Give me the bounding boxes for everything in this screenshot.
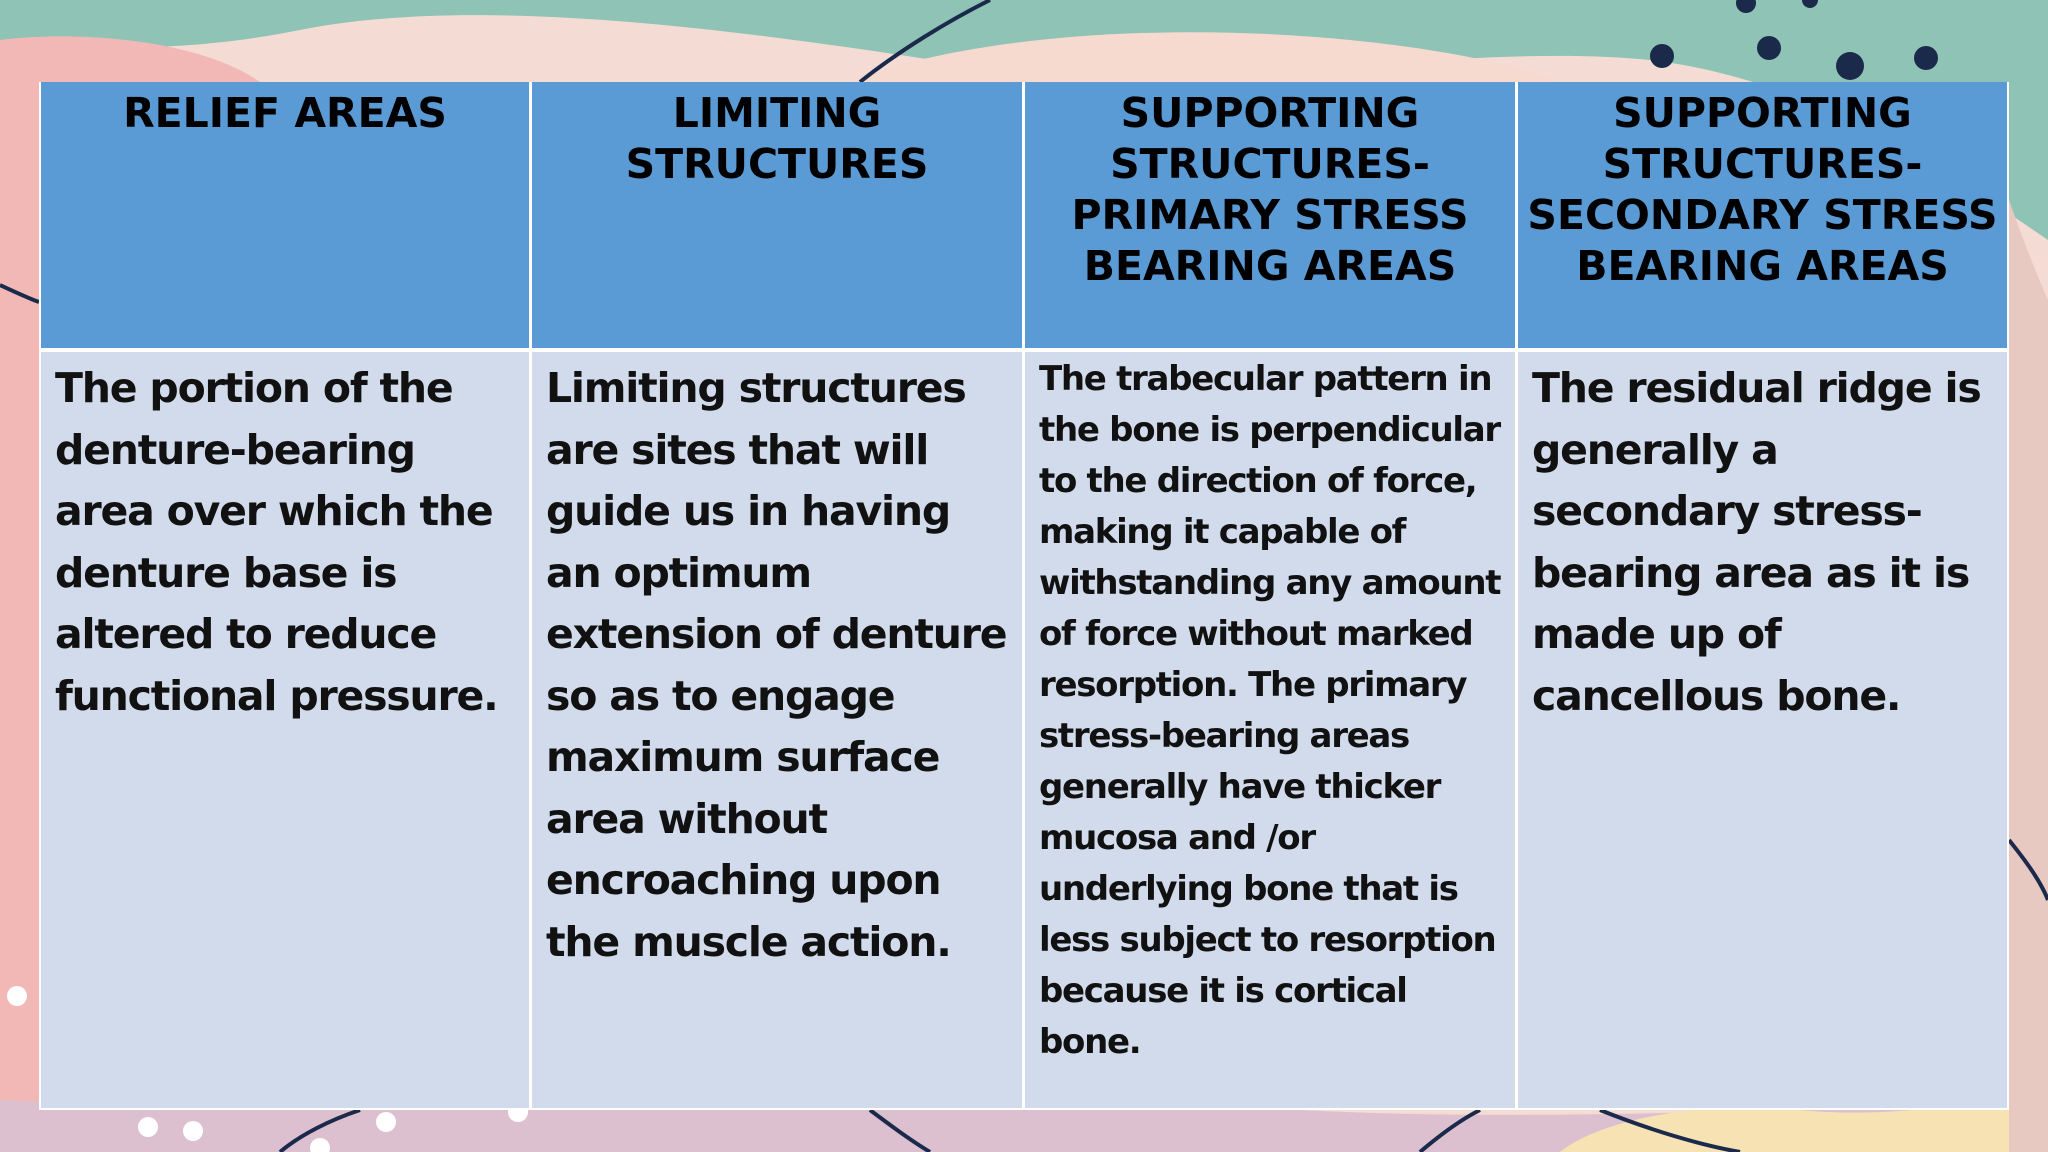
yellow-blob [1560, 1080, 2048, 1152]
cell-primary-stress-bearing-text: The trabecular pattern in the bone is pe… [1039, 359, 1501, 1062]
header-limiting-structures: LIMITING STRUCTURES [532, 82, 1025, 352]
curve-line-bottom-1 [278, 1108, 361, 1152]
dot-cluster [1650, 0, 1938, 80]
cell-primary-stress-bearing: The trabecular pattern in the bone is pe… [1025, 352, 1518, 1110]
peach-blob [850, 32, 1560, 82]
curve-line-top [858, 0, 991, 84]
curve-line-left [0, 283, 40, 304]
cell-limiting-structures-text: Limiting structures are sites that will … [546, 364, 1008, 966]
curve-line-bottom-2 [868, 1108, 932, 1152]
white-dots [7, 986, 528, 1152]
right-strip [2009, 200, 2048, 1152]
curve-line-bottom-3 [1418, 1108, 1481, 1152]
header-primary-stress-bearing: SUPPORTING STRUCTURES- PRIMARY STRESS BE… [1025, 82, 1518, 352]
header-relief-areas: RELIEF AREAS [39, 82, 532, 352]
cell-relief-areas: The portion of the denture-bearing area … [39, 352, 532, 1110]
comparison-table: RELIEF AREAS LIMITING STRUCTURES SUPPORT… [39, 82, 2009, 1110]
cell-limiting-structures: Limiting structures are sites that will … [532, 352, 1025, 1110]
header-secondary-stress-bearing: SUPPORTING STRUCTURES- SECONDARY STRESS … [1518, 82, 2009, 352]
curve-line-bottom-4 [1599, 1108, 1741, 1152]
cell-secondary-stress-bearing: The residual ridge is generally a second… [1518, 352, 2009, 1110]
cell-secondary-stress-bearing-text: The residual ridge is generally a second… [1532, 364, 1982, 720]
cell-relief-areas-text: The portion of the denture-bearing area … [55, 364, 499, 720]
curve-line-right [2007, 838, 2048, 901]
